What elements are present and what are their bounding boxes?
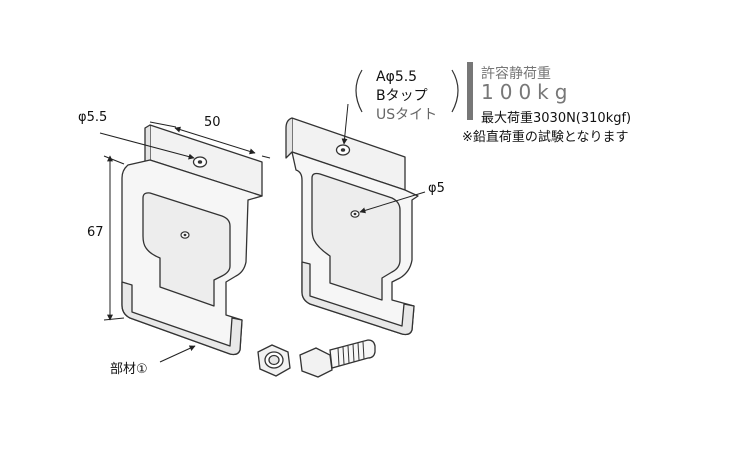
dimension-lines	[99, 103, 426, 363]
hole-options: Aφ5.5 Bタップ USタイト	[376, 68, 437, 125]
option-us: USタイト	[376, 107, 438, 123]
option-a: Aφ5.5	[376, 69, 418, 85]
left-hole-lower	[180, 231, 190, 239]
spec-title: 許容静荷重	[481, 66, 551, 82]
hex-nut	[257, 344, 291, 377]
left-hole-upper	[192, 156, 208, 168]
dim-hole-left: φ5.5	[78, 110, 108, 125]
dim-width: 50	[204, 115, 221, 130]
options-bracket-right	[451, 69, 459, 113]
right-hole-upper	[335, 144, 351, 156]
dim-hole-right: φ5	[428, 181, 445, 196]
spec-note: ※鉛直荷重の試験となります	[462, 130, 629, 145]
spec-value: 100kg	[481, 80, 574, 104]
spec-max-load: 最大荷重3030N(310kgf)	[481, 111, 632, 126]
dim-height: 67	[87, 225, 104, 240]
right-bracket	[285, 117, 419, 336]
spec-bar	[467, 62, 473, 120]
part-label: 部材①	[110, 362, 148, 377]
options-bracket-left	[355, 69, 363, 113]
hex-bolt	[299, 339, 376, 378]
right-hole-lower	[350, 210, 360, 218]
option-b: Bタップ	[376, 88, 428, 104]
left-bracket	[121, 124, 263, 356]
